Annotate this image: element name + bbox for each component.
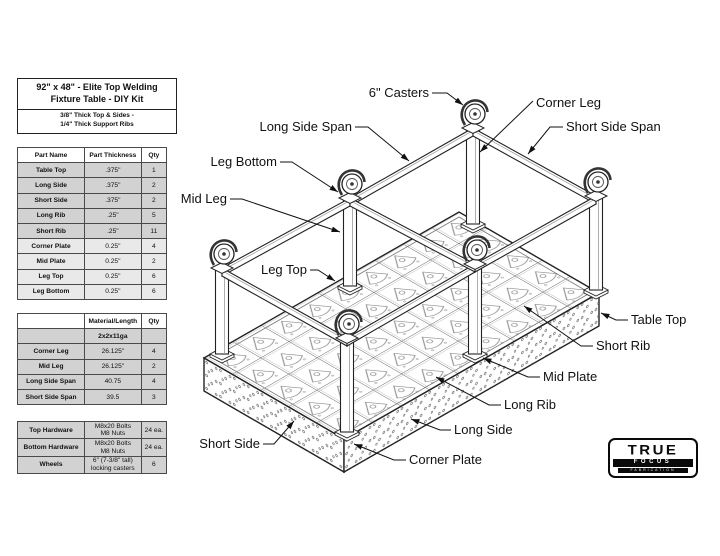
- parts-table: Part Name Part Thickness Qty Table Top.3…: [16, 146, 168, 300]
- label-mid-leg: Mid Leg: [181, 191, 227, 206]
- mid-leg-front: [461, 263, 489, 364]
- corner-leg-far: [459, 127, 487, 234]
- table-row: Long Rib.25"5: [16, 207, 168, 224]
- caster: [337, 169, 366, 205]
- label-long-rib: Long Rib: [504, 397, 556, 412]
- drawing-title: 92" x 48" - Elite Top Welding Fixture Ta…: [18, 79, 176, 111]
- leg-tube: [588, 195, 604, 291]
- leg-tube: [465, 127, 481, 225]
- leader-long-side-span: [355, 126, 410, 162]
- label-short-side-span: Short Side Span: [566, 119, 661, 134]
- table-row: Short Rib.25"11: [16, 222, 168, 240]
- logo-line-true: TRUE: [627, 442, 679, 458]
- table-header-row: Material/Length Qty: [16, 312, 168, 330]
- leg-tube: [467, 263, 483, 355]
- caster-fork: [462, 235, 491, 262]
- leader-long-rib: [435, 376, 501, 406]
- leader-short-side-span: [527, 126, 563, 155]
- rail-long-side-span-back-right: [349, 127, 474, 207]
- leg-tube: [342, 197, 358, 287]
- caster: [583, 167, 612, 203]
- label-corner-leg: Corner Leg: [536, 95, 601, 110]
- leader-casters: [432, 92, 464, 106]
- label-leg-bottom: Leg Bottom: [211, 154, 278, 169]
- leader-short-side: [263, 420, 295, 445]
- leg-bottom-plate: [462, 257, 488, 271]
- caster-fork: [460, 99, 489, 126]
- caster: [334, 309, 363, 345]
- table-top-slab: [202, 211, 601, 474]
- leader-short-rib: [523, 305, 593, 347]
- leg-bottom-plate: [334, 331, 360, 345]
- label-corner-plate: Corner Plate: [409, 452, 482, 467]
- drawing-subtitle: 3/8" Thick Top & Sides - 1/4" Thick Supp…: [60, 112, 134, 129]
- frame-structure: [208, 99, 612, 442]
- leg-bottom-plate: [337, 191, 363, 205]
- leader-table-top: [600, 312, 628, 321]
- caster-fork: [583, 167, 612, 194]
- caster: [462, 235, 491, 271]
- corner-leg-near: [333, 337, 361, 442]
- leg-tube: [214, 267, 230, 355]
- leader-mid-leg: [230, 198, 341, 233]
- leader-corner-leg: [479, 100, 534, 153]
- table-row: 2x2x11ga: [16, 328, 168, 345]
- table-row: Wheels 6" (7-3/8" tall)locking casters 6: [16, 455, 168, 475]
- caster: [460, 99, 489, 135]
- caster-fork: [337, 169, 366, 196]
- label-table-top: Table Top: [631, 312, 686, 327]
- label-long-side: Long Side: [454, 422, 513, 437]
- caster-fork: [334, 309, 363, 336]
- label-long-side-span: Long Side Span: [259, 119, 352, 134]
- callouts: 6" Casters Corner Leg Long Side Span Sho…: [181, 85, 687, 467]
- table-row: Long Side.375"2: [16, 177, 168, 194]
- logo-line-focus: FOCUS: [613, 458, 693, 467]
- title-block: 92" x 48" - Elite Top Welding Fixture Ta…: [17, 78, 177, 134]
- rail-short-side-span-right: [472, 127, 597, 205]
- label-casters: 6" Casters: [369, 85, 430, 100]
- table-row: Table Top.375"1: [16, 162, 168, 179]
- logo-line-fabrication: FABRICATION: [617, 467, 689, 474]
- caster: [209, 239, 238, 275]
- leader-corner-plate: [353, 443, 406, 461]
- table-header-row: Part Name Part Thickness Qty: [16, 146, 168, 164]
- label-mid-plate: Mid Plate: [543, 369, 597, 384]
- leg-bottom-plate: [460, 121, 486, 135]
- leg-bottom-plate: [583, 189, 609, 203]
- label-leg-top: Leg Top: [261, 262, 307, 277]
- true-focus-logo: TRUE FOCUS FABRICATION: [608, 438, 698, 478]
- corner-leg-right: [582, 195, 610, 300]
- table-row: Short Side.375"2: [16, 192, 168, 209]
- leader-mid-plate: [482, 357, 540, 378]
- mid-leg-back: [336, 197, 364, 296]
- leg-bottom-plate: [209, 261, 235, 275]
- leg-tube: [339, 337, 355, 433]
- caster-fork: [209, 239, 238, 266]
- corner-leg-left: [208, 267, 236, 364]
- label-short-rib: Short Rib: [596, 338, 650, 353]
- leader-leg-top: [310, 269, 336, 282]
- leader-long-side: [410, 418, 451, 431]
- label-short-side: Short Side: [199, 436, 260, 451]
- leader-leg-bottom: [280, 161, 339, 193]
